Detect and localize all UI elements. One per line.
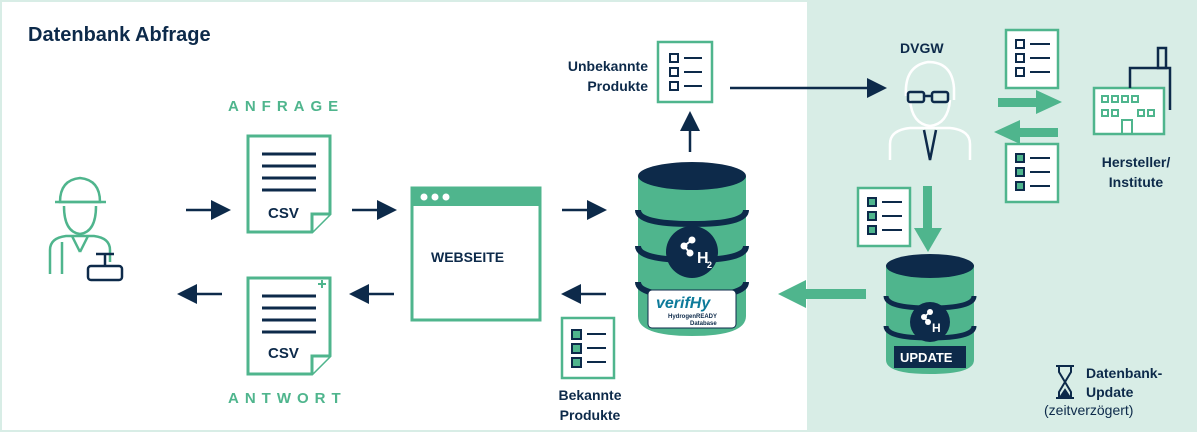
unknown-products-label: Unbekannte Produkte [540, 56, 648, 96]
arrow-update-to-db [778, 280, 866, 308]
known-products-label: Bekannte Produkte [540, 385, 640, 425]
logo-main: verifHy [656, 295, 711, 312]
h2-small: H [932, 321, 941, 335]
csv-document-icon: CSV [246, 276, 332, 376]
manufacturer-line-2: Institute [1108, 174, 1164, 190]
unknown-line-1: Unbekannte [567, 58, 648, 74]
page-title: Datenbank Abfrage [28, 24, 211, 46]
person-icon [888, 60, 972, 161]
arrow-dvgw-down [914, 186, 942, 252]
database-icon: H 2 verifHy HydrogenREADY Database [635, 162, 749, 336]
csv-document-icon: CSV [246, 134, 332, 234]
dvgw-label: DVGW [900, 40, 944, 56]
checklist-icon [560, 316, 616, 380]
browser-window-icon: WEBSEITE [410, 186, 542, 322]
checklist-icon [656, 40, 714, 104]
csv-response-label: CSV [268, 345, 299, 362]
unknown-line-2: Produkte [587, 78, 648, 94]
db-update-line-1: Datenbank- [1086, 365, 1163, 381]
logo-sub2: Database [690, 321, 717, 327]
hourglass-icon [1056, 365, 1074, 399]
worker-icon [48, 176, 124, 282]
h2-label: H [697, 250, 709, 267]
checklist-icon [1004, 28, 1060, 90]
arrow-to-manufacturer [998, 90, 1062, 114]
manufacturer-line-1: Hersteller/ [1101, 154, 1171, 170]
logo-sub1: HydrogenREADY [668, 314, 717, 320]
db-update-note: Datenbank- Update [1086, 364, 1162, 402]
anfrage-label: ANFRAGE [228, 98, 345, 115]
db-update-delay: (zeitverzögert) [1044, 402, 1134, 418]
checklist-icon [856, 186, 912, 248]
antwort-label: ANTWORT [228, 390, 347, 407]
database-icon: H UPDATE [883, 254, 977, 374]
webseite-label: WEBSEITE [431, 249, 504, 265]
known-line-1: Bekannte [558, 387, 622, 403]
db-update-line-2: Update [1086, 384, 1134, 400]
arrow-from-manufacturer [994, 120, 1058, 144]
h2-sub: 2 [707, 260, 712, 270]
manufacturer-label: Hersteller/ Institute [1086, 152, 1186, 192]
factory-icon [1092, 46, 1172, 136]
checklist-icon [1004, 142, 1060, 204]
known-line-2: Produkte [559, 407, 621, 423]
update-label: UPDATE [900, 350, 953, 365]
csv-request-label: CSV [268, 205, 299, 222]
